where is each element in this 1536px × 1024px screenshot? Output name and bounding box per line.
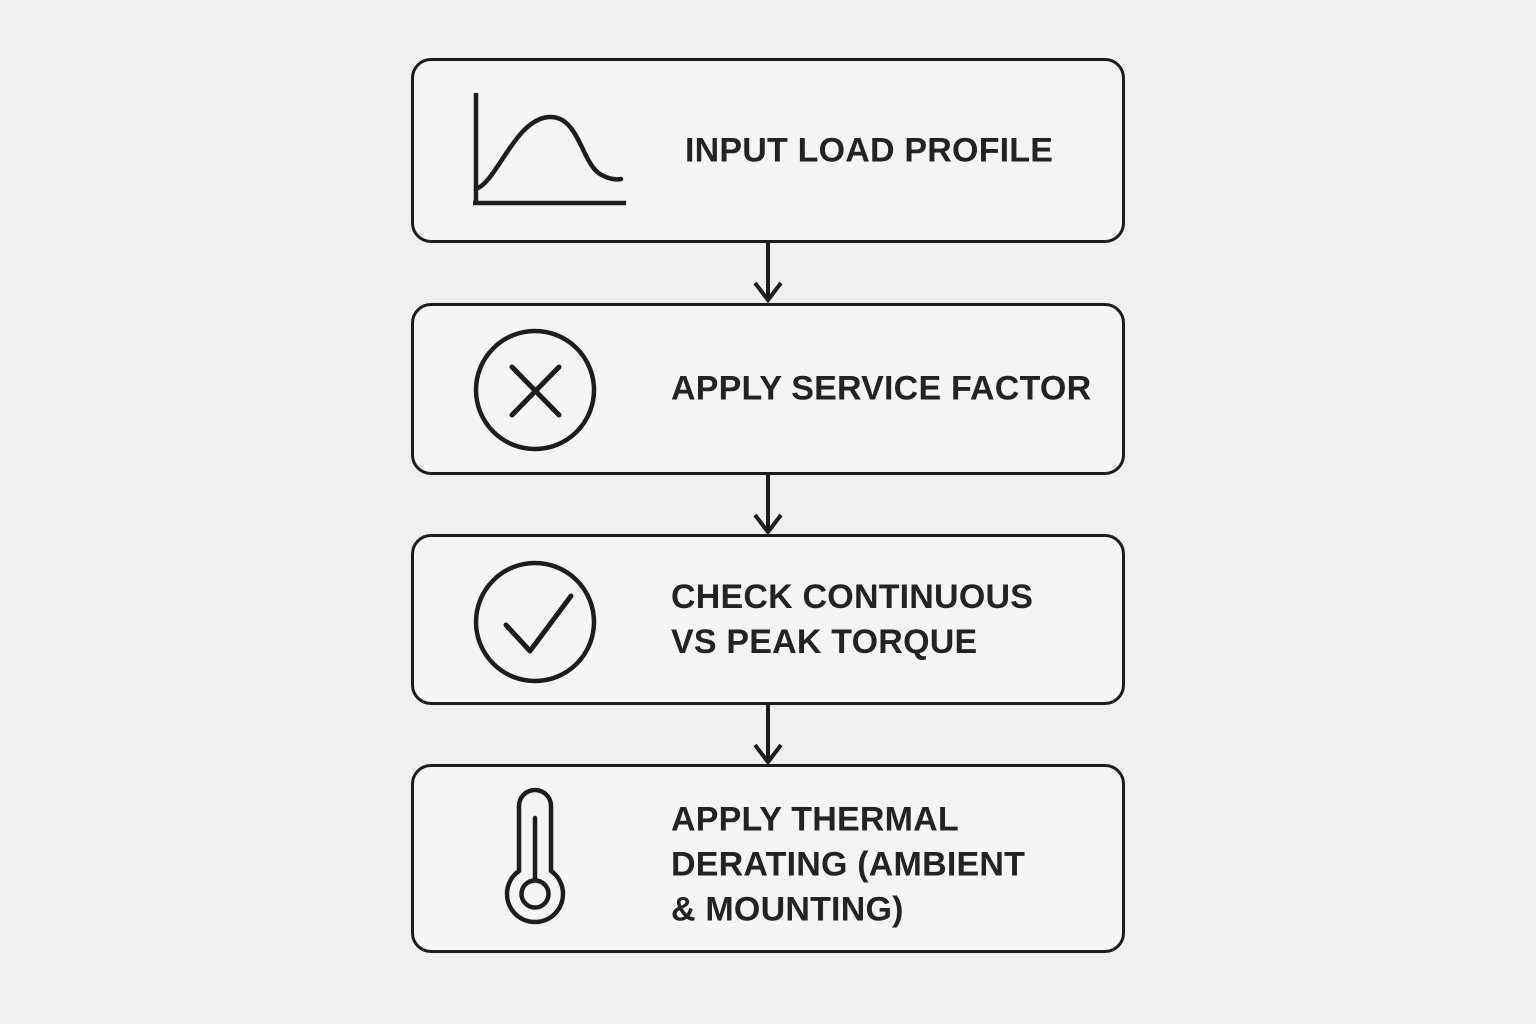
step-label-line: DERATING (AMBIENT xyxy=(671,845,1026,883)
step-label-line: INPUT LOAD PROFILE xyxy=(685,131,1054,169)
step-box-apply-thermal-derating: APPLY THERMAL DERATING (AMBIENT & MOUNTI… xyxy=(411,764,1125,953)
step-label: APPLY THERMAL DERATING (AMBIENT & MOUNTI… xyxy=(671,797,1025,932)
step-label-line: APPLY THERMAL xyxy=(671,800,959,838)
step-label-line: & MOUNTING) xyxy=(671,890,904,928)
step-label-line: APPLY SERVICE FACTOR xyxy=(671,369,1092,408)
thermometer-icon xyxy=(500,782,572,932)
step-label: INPUT LOAD PROFILE xyxy=(685,128,1053,173)
step-label: APPLY SERVICE FACTOR xyxy=(671,367,1091,412)
flow-arrow-down-icon xyxy=(750,704,786,766)
step-box-apply-service-factor: APPLY SERVICE FACTOR xyxy=(411,303,1125,475)
check-circle-icon xyxy=(470,557,600,687)
flow-arrow-down-icon xyxy=(750,242,786,304)
step-box-input-load-profile: INPUT LOAD PROFILE xyxy=(411,58,1125,243)
multiply-circle-icon xyxy=(470,325,600,455)
step-box-check-continuous-vs-peak-torque: CHECK CONTINUOUS VS PEAK TORQUE xyxy=(411,534,1125,705)
step-label-line: CHECK CONTINUOUS xyxy=(671,577,1034,616)
load-profile-curve-icon xyxy=(469,89,629,209)
flow-arrow-down-icon xyxy=(750,474,786,536)
step-label-line: VS PEAK TORQUE xyxy=(671,622,978,661)
step-label: CHECK CONTINUOUS VS PEAK TORQUE xyxy=(671,575,1033,665)
